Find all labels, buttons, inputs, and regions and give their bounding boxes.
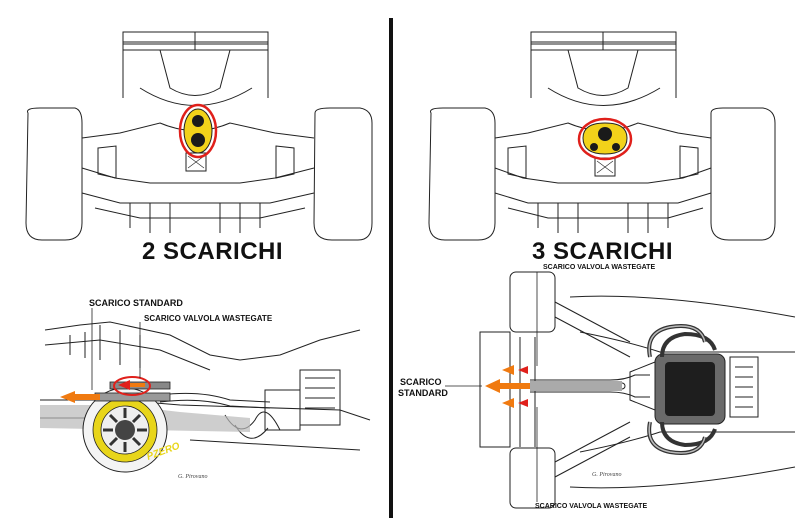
flow-arrows [60,376,151,403]
callout-wastegate-exhaust: SCARICO VALVOLA WASTEGATE [144,314,273,323]
three-exhaust-outlets [577,117,633,161]
engine-block [647,324,726,455]
top-view-cutaway-right [445,271,796,509]
callout-standard-line1: SCARICO [400,377,442,387]
two-exhaust-outlets [178,103,218,159]
left-heading: 2 SCARICHI [142,238,284,265]
illustrator-signature: G. Pirovano [178,474,208,480]
right-heading: 3 SCARICHI [532,238,674,265]
rear-tyre: PZERO [82,387,182,473]
panel-divider [389,18,393,518]
highlight-ring [577,117,633,161]
callout-wastegate-top: SCARICO VALVOLA WASTEGATE [543,264,656,271]
flow-arrows [485,365,530,408]
illustrator-signature-right: G. Pirovano [592,472,622,478]
side-cutaway-left: PZERO [40,308,371,473]
highlight-ring [178,103,218,159]
callout-standard-line2: STANDARD [398,388,448,398]
highlight-ring [113,376,151,396]
rear-view-two-exhausts [25,31,373,241]
callout-standard-exhaust: SCARICO STANDARD [89,298,183,308]
rear-view-three-exhausts [428,31,776,241]
callout-wastegate-bottom: SCARICO VALVOLA WASTEGATE [535,503,648,510]
